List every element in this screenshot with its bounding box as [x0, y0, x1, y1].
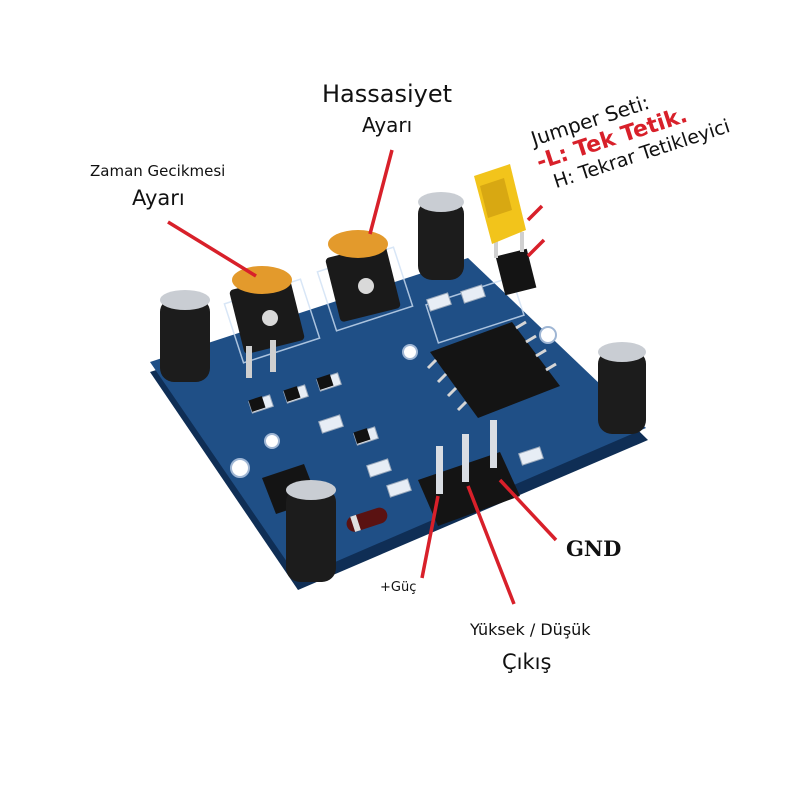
capacitor: [598, 342, 646, 434]
jumper-header: [474, 164, 537, 296]
mounting-hole: [539, 326, 557, 344]
jumper-h-pointer: [526, 238, 546, 258]
mounting-hole: [264, 433, 280, 449]
capacitor: [160, 290, 210, 382]
diode: [346, 507, 388, 532]
ic-chip: [426, 320, 560, 418]
time-delay-label-sub: Ayarı: [132, 186, 185, 210]
time-delay-pointer: [167, 220, 257, 278]
jumper-l-pointer: [526, 204, 544, 222]
annotation-lines: [167, 149, 558, 605]
power-pointer: [420, 495, 440, 579]
sensitivity-label-sub: Ayarı: [362, 113, 413, 137]
power-label: +Güç: [380, 580, 417, 595]
sensitivity-label-title: Hassasiyet: [322, 80, 453, 108]
gnd-pointer: [498, 478, 558, 542]
gnd-label: GND: [566, 536, 622, 561]
sensitivity-potentiometer: [325, 230, 401, 322]
mounting-hole: [402, 344, 418, 360]
time-delay-potentiometer: [229, 266, 305, 378]
output-pointer: [466, 485, 516, 605]
mounting-hole: [230, 458, 250, 478]
output-label-sub: Çıkış: [502, 650, 552, 674]
capacitor: [286, 480, 336, 582]
sensitivity-pointer: [368, 149, 394, 235]
output-label-title: Yüksek / Düşük: [470, 620, 591, 639]
capacitor: [418, 192, 464, 280]
time-delay-label-title: Zaman Gecikmesi: [90, 162, 226, 180]
